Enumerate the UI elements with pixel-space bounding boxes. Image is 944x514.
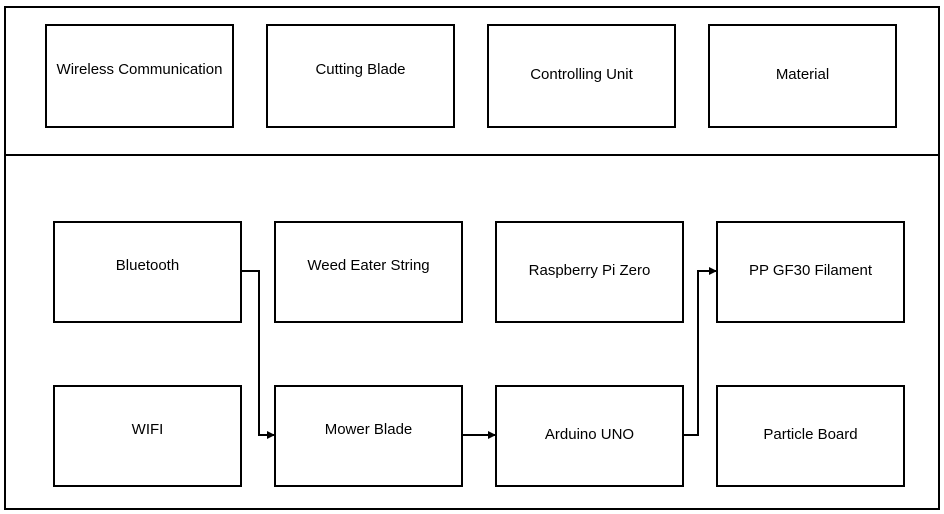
option-arduino-uno: Arduino UNO	[495, 385, 684, 487]
arrow-arduino-uno-to-pp-gf30-filament	[683, 267, 717, 436]
option-particle-board: Particle Board	[716, 385, 905, 487]
arrow-bluetooth-to-mower-blade	[241, 270, 275, 439]
category-cutting-blade: Cutting Blade	[266, 24, 455, 128]
option-raspberry-pi-zero: Raspberry Pi Zero	[495, 221, 684, 323]
option-weed-eater-string: Weed Eater String	[274, 221, 463, 323]
category-wireless-communication: Wireless Communication	[45, 24, 234, 128]
option-wifi: WIFI	[53, 385, 242, 487]
options-section	[4, 154, 940, 510]
category-material: Material	[708, 24, 897, 128]
option-pp-gf30-filament: PP GF30 Filament	[716, 221, 905, 323]
category-controlling-unit: Controlling Unit	[487, 24, 676, 128]
